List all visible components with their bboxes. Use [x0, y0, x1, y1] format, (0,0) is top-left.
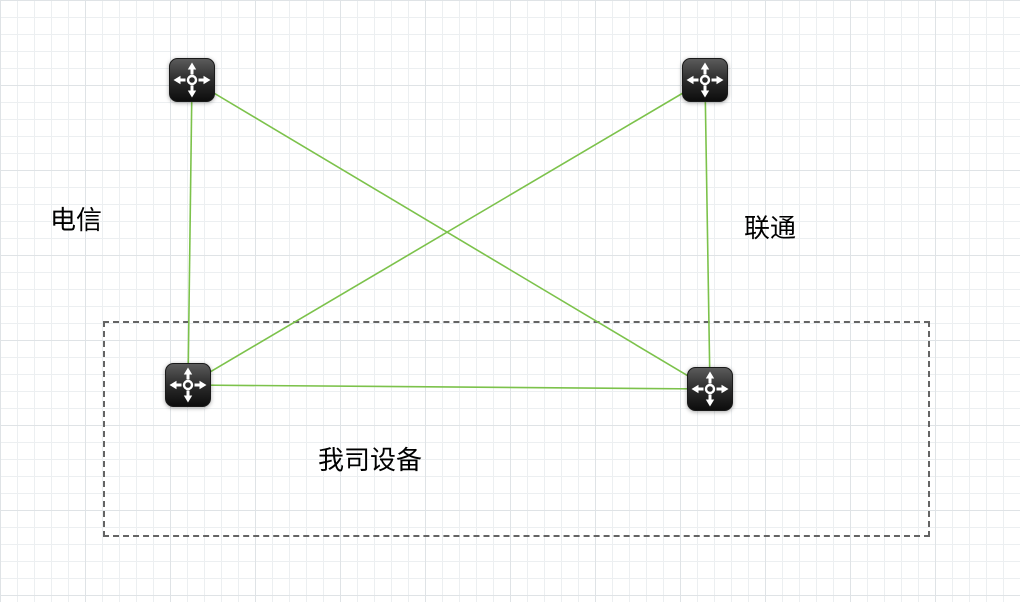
- router-icon: [165, 363, 211, 407]
- edge-router-telecom--router-ours-left[interactable]: [187, 79, 193, 386]
- label-our-equipment[interactable]: 我司设备: [318, 446, 423, 475]
- router-ours-right[interactable]: [687, 367, 733, 411]
- router-ours-left[interactable]: [165, 363, 211, 407]
- router-telecom[interactable]: [169, 58, 215, 102]
- edge-router-unicom--router-ours-right[interactable]: [704, 79, 711, 390]
- router-unicom[interactable]: [682, 58, 728, 102]
- edge-router-unicom--router-ours-left[interactable]: [187, 79, 706, 386]
- label-unicom[interactable]: 联通: [744, 214, 797, 243]
- router-icon: [169, 58, 215, 102]
- edge-router-ours-left--router-ours-right[interactable]: [187, 384, 711, 390]
- router-icon: [687, 367, 733, 411]
- our-equipment-group-box[interactable]: [103, 321, 930, 537]
- router-icon: [682, 58, 728, 102]
- edge-router-telecom--router-ours-right[interactable]: [191, 79, 711, 390]
- label-telecom[interactable]: 电信: [50, 206, 103, 235]
